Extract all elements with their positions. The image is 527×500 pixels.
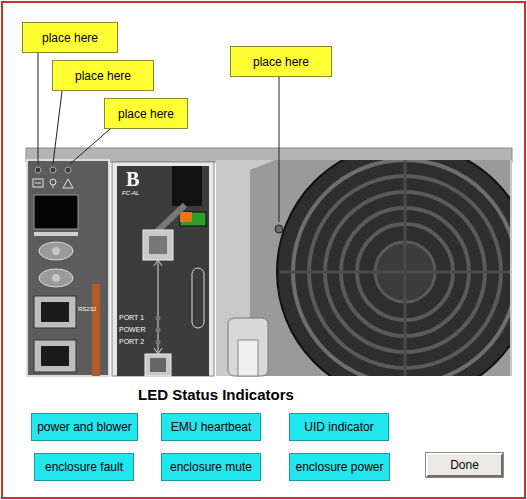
answer-button: enclosure mute: [161, 453, 261, 481]
button-label: enclosure fault: [45, 460, 123, 474]
answer-button: EMU heartbeat: [161, 413, 261, 441]
led-label: POWER: [119, 326, 145, 333]
module-letter: B: [126, 168, 139, 191]
button-label: UID indicator: [304, 420, 373, 434]
answer-button: power and blower: [31, 413, 138, 441]
answer-button: enclosure fault: [34, 453, 134, 481]
callout-box: place here: [22, 22, 118, 53]
button-label: enclosure power: [295, 460, 383, 474]
button-label: power and blower: [37, 420, 132, 434]
module-label: FC-AL: [122, 190, 139, 196]
button-label: place here: [75, 69, 131, 83]
button-label: place here: [42, 31, 98, 45]
button-label: EMU heartbeat: [171, 420, 252, 434]
button-label: place here: [118, 107, 174, 121]
led-label: PORT 1: [119, 314, 144, 321]
section-heading: LED Status Indicators: [138, 386, 294, 403]
port-label: RS232: [78, 306, 96, 312]
callout-box: place here: [230, 46, 332, 77]
answer-button: enclosure power: [289, 453, 390, 481]
done-button: Done: [426, 453, 503, 477]
led-label: PORT 2: [119, 338, 144, 345]
answer-button: UID indicator: [289, 413, 389, 441]
callout-box: place here: [52, 60, 154, 91]
button-label: enclosure mute: [170, 460, 252, 474]
button-label: Done: [450, 458, 479, 472]
button-label: place here: [253, 55, 309, 69]
callout-box: place here: [104, 98, 188, 129]
